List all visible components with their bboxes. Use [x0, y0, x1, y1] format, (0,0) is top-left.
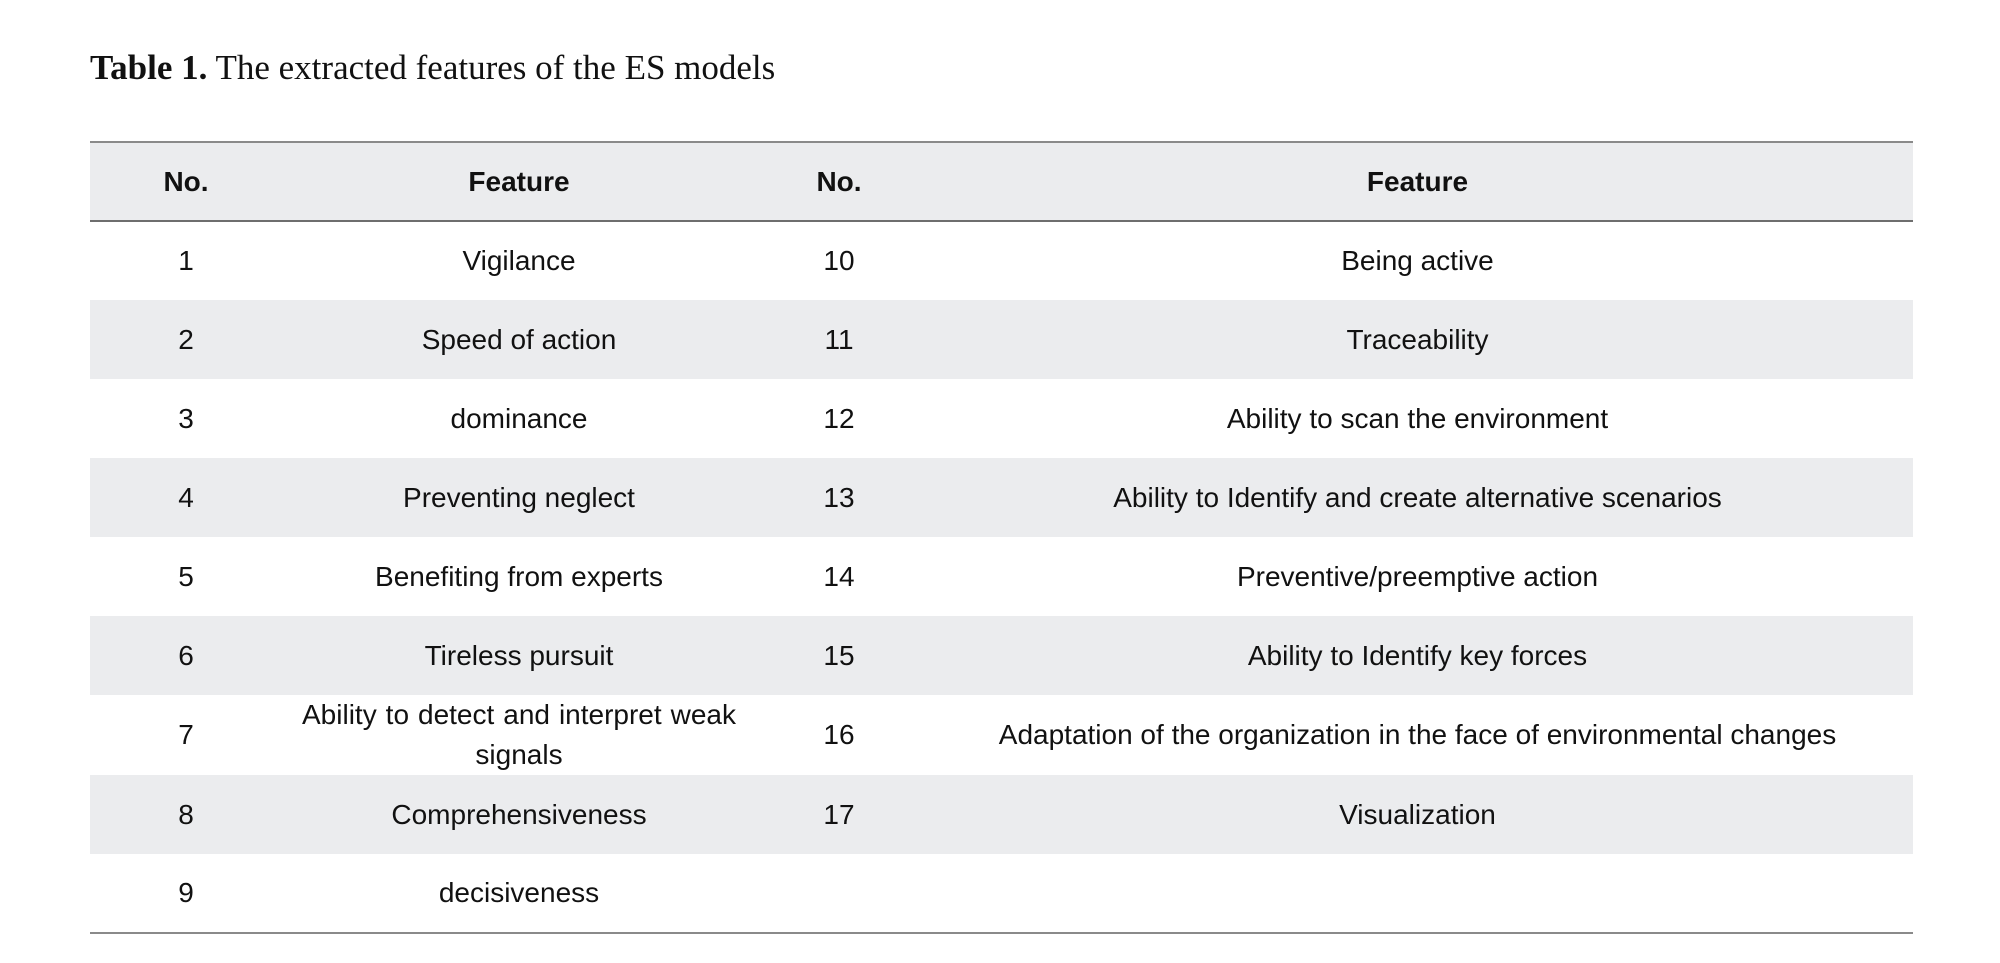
cell-no: 8	[178, 798, 194, 830]
cell-no: 11	[824, 323, 854, 355]
cell-no: 5	[178, 560, 194, 592]
table-row: 6 Tireless pursuit 15 Ability to Identif…	[90, 616, 1913, 695]
cell-no: 15	[823, 639, 855, 671]
cell-no: 9	[178, 877, 194, 909]
cell-feature: Tireless pursuit	[424, 639, 614, 671]
cell-no	[756, 854, 922, 933]
cell-no: 6	[178, 639, 194, 671]
table-row: 5 Benefiting from experts 14 Preventive/…	[90, 537, 1913, 616]
table-row: 2 Speed of action 11 Traceability	[90, 300, 1913, 379]
table-row: 4 Preventing neglect 13 Ability to Ident…	[90, 458, 1913, 537]
table-row: 9 decisiveness	[90, 854, 1913, 933]
table-caption-label: Table 1.	[90, 48, 208, 87]
cell-feature-text: Ability to detect and interpret weak sig…	[302, 699, 736, 770]
header-no-right: No.	[816, 165, 862, 197]
cell-no: 17	[823, 798, 855, 830]
cell-no: 3	[178, 402, 194, 434]
cell-no: 14	[823, 560, 855, 592]
cell-feature: Benefiting from experts	[375, 560, 663, 592]
cell-feature: Preventive/preemptive action	[1236, 560, 1599, 592]
header-feature-right: Feature	[1366, 165, 1469, 197]
cell-feature	[922, 854, 1913, 933]
cell-no: 13	[823, 481, 855, 513]
cell-no: 1	[178, 245, 194, 277]
cell-feature: Visualization	[1339, 798, 1496, 830]
cell-feature: Comprehensiveness	[391, 798, 647, 830]
table-row: 7 Ability to detect and interpret weak s…	[90, 695, 1913, 775]
cell-no: 10	[823, 245, 855, 277]
table-row: 3 dominance 12 Ability to scan the envir…	[90, 379, 1913, 458]
cell-feature: Traceability	[1346, 323, 1489, 355]
cell-feature: Vigilance	[462, 245, 576, 277]
table-row: 8 Comprehensiveness 17 Visualization	[90, 775, 1913, 854]
cell-feature: Being active	[1341, 245, 1494, 277]
cell-feature: Ability to Identify key forces	[1247, 639, 1588, 671]
cell-feature: Ability to scan the environment	[1226, 402, 1609, 434]
cell-no: 16	[823, 719, 855, 751]
cell-no: 7	[178, 719, 194, 751]
cell-no: 12	[823, 402, 855, 434]
features-table: No. Feature No. Feature 1 Vigilance 10 B…	[90, 141, 1913, 934]
cell-feature: Adaptation of the organization in the fa…	[998, 719, 1837, 751]
table-row: 1 Vigilance 10 Being active	[90, 221, 1913, 300]
cell-feature: decisiveness	[438, 877, 600, 909]
table-header-row: No. Feature No. Feature	[90, 142, 1913, 221]
cell-feature: dominance	[450, 402, 588, 434]
cell-no: 2	[178, 323, 194, 355]
table-caption: Table 1. The extracted features of the E…	[90, 48, 775, 88]
table-caption-text: The extracted features of the ES models	[215, 48, 776, 87]
cell-feature: Ability to detect and interpret weak sig…	[282, 695, 756, 775]
cell-feature: Speed of action	[421, 323, 617, 355]
cell-feature: Ability to Identify and create alternati…	[1113, 481, 1722, 513]
cell-feature: Preventing neglect	[403, 481, 635, 513]
cell-no: 4	[178, 481, 194, 513]
header-no-left: No.	[163, 165, 209, 197]
header-feature-left: Feature	[468, 165, 570, 197]
